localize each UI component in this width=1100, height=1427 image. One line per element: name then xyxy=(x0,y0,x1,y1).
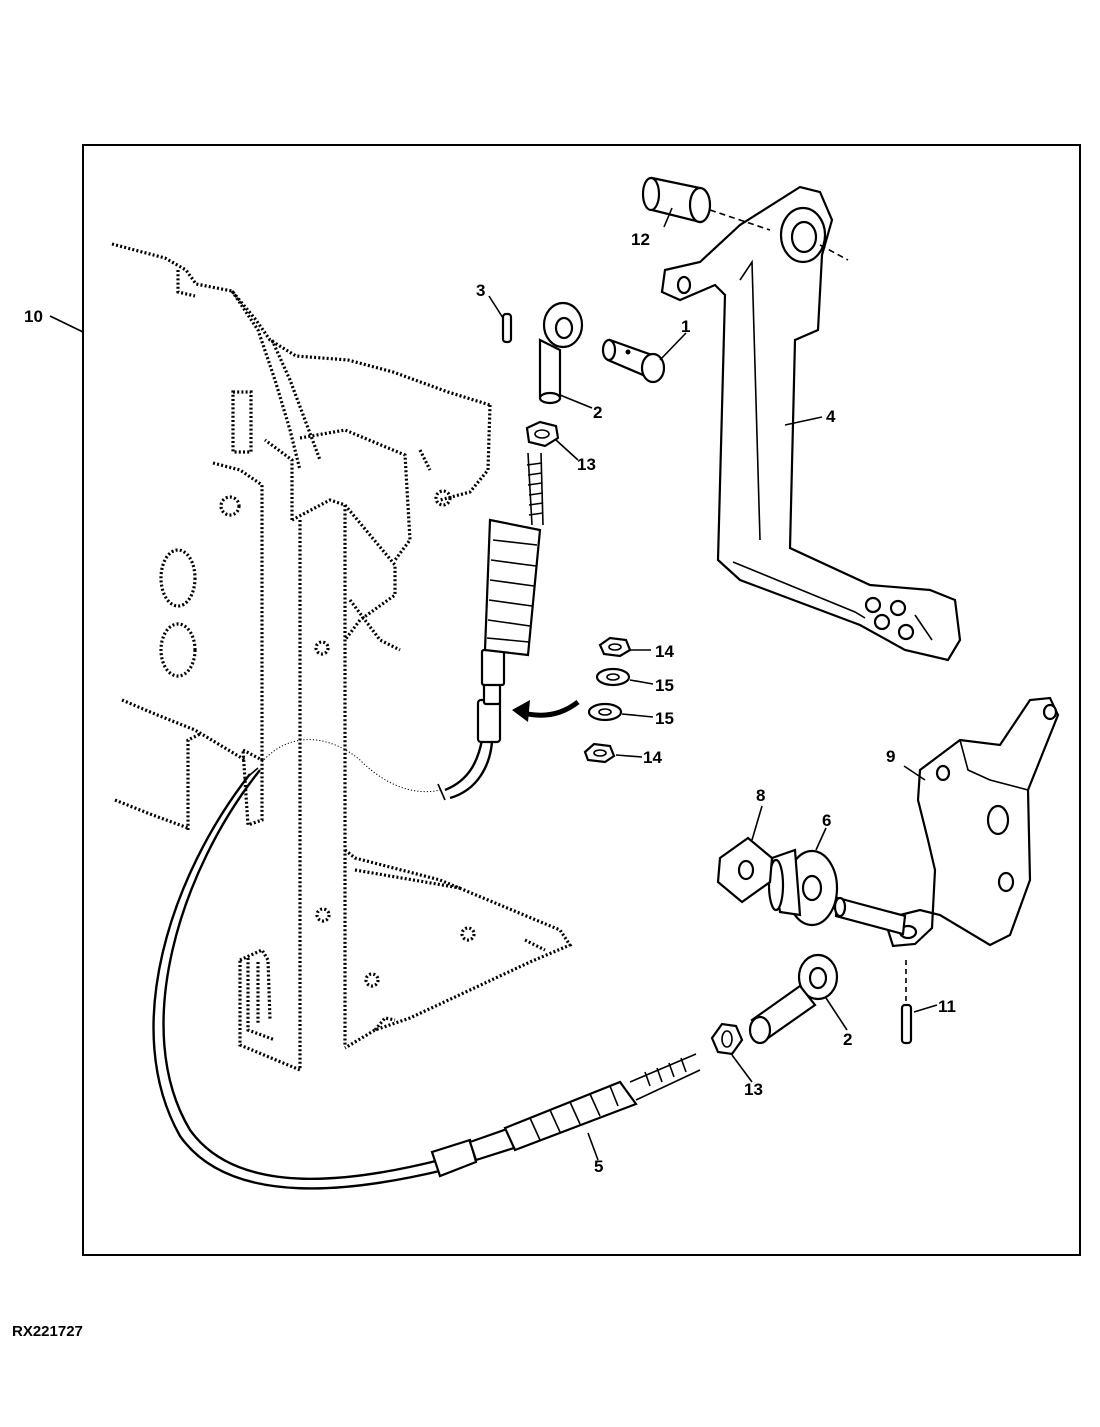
spring-pin-lower xyxy=(900,960,913,1045)
callout-1: 1 xyxy=(681,317,690,336)
upper-bellows xyxy=(483,518,542,657)
callout-2-upper: 2 xyxy=(593,403,602,422)
stack-nut-top xyxy=(598,636,632,658)
pivot-shaft xyxy=(833,896,907,936)
callout-leaders xyxy=(49,207,938,1161)
diagram-frame xyxy=(82,144,1081,1256)
callout-13-upper: 13 xyxy=(577,455,596,474)
figure-id: RX221727 xyxy=(12,1323,83,1340)
brake-pedal-lever xyxy=(660,185,962,662)
callout-10: 10 xyxy=(24,307,43,326)
callout-2-lower: 2 xyxy=(843,1030,852,1049)
spring-pin-upper xyxy=(501,312,513,344)
cable-assembly xyxy=(152,452,701,1190)
machine-frame-outline xyxy=(111,242,573,1073)
callout-15-upper: 15 xyxy=(655,676,674,695)
callout-4: 4 xyxy=(826,407,836,426)
callout-11: 11 xyxy=(938,997,956,1016)
callout-14-top: 14 xyxy=(655,642,674,661)
stack-washer-lower xyxy=(587,702,623,722)
callout-5: 5 xyxy=(594,1157,603,1176)
callout-6: 6 xyxy=(822,811,831,830)
callout-labels: 10 3 1 2 13 4 12 14 15 15 14 9 8 6 11 2 … xyxy=(24,230,956,1176)
callout-9: 9 xyxy=(886,747,895,766)
callout-3: 3 xyxy=(476,281,485,300)
stack-nut-bottom xyxy=(583,742,616,764)
clevis-pin xyxy=(601,338,666,384)
upper-clevis xyxy=(538,301,584,405)
square-nut xyxy=(716,836,774,904)
lower-jam-nut xyxy=(710,1022,744,1056)
callout-15-lower: 15 xyxy=(655,709,674,728)
upper-jam-nut xyxy=(525,420,560,448)
callout-8: 8 xyxy=(756,786,765,805)
brake-actuator-arm xyxy=(886,696,1060,948)
lower-bellows xyxy=(503,1080,638,1152)
callout-13-lower: 13 xyxy=(744,1080,763,1099)
stack-washer-upper xyxy=(595,667,631,687)
lower-clevis xyxy=(748,953,839,1045)
assembly-direction-arrow xyxy=(512,699,580,722)
callout-12: 12 xyxy=(631,230,650,249)
callout-14-bottom: 14 xyxy=(643,748,662,767)
bushing xyxy=(641,176,849,261)
flanged-washer xyxy=(767,848,839,927)
